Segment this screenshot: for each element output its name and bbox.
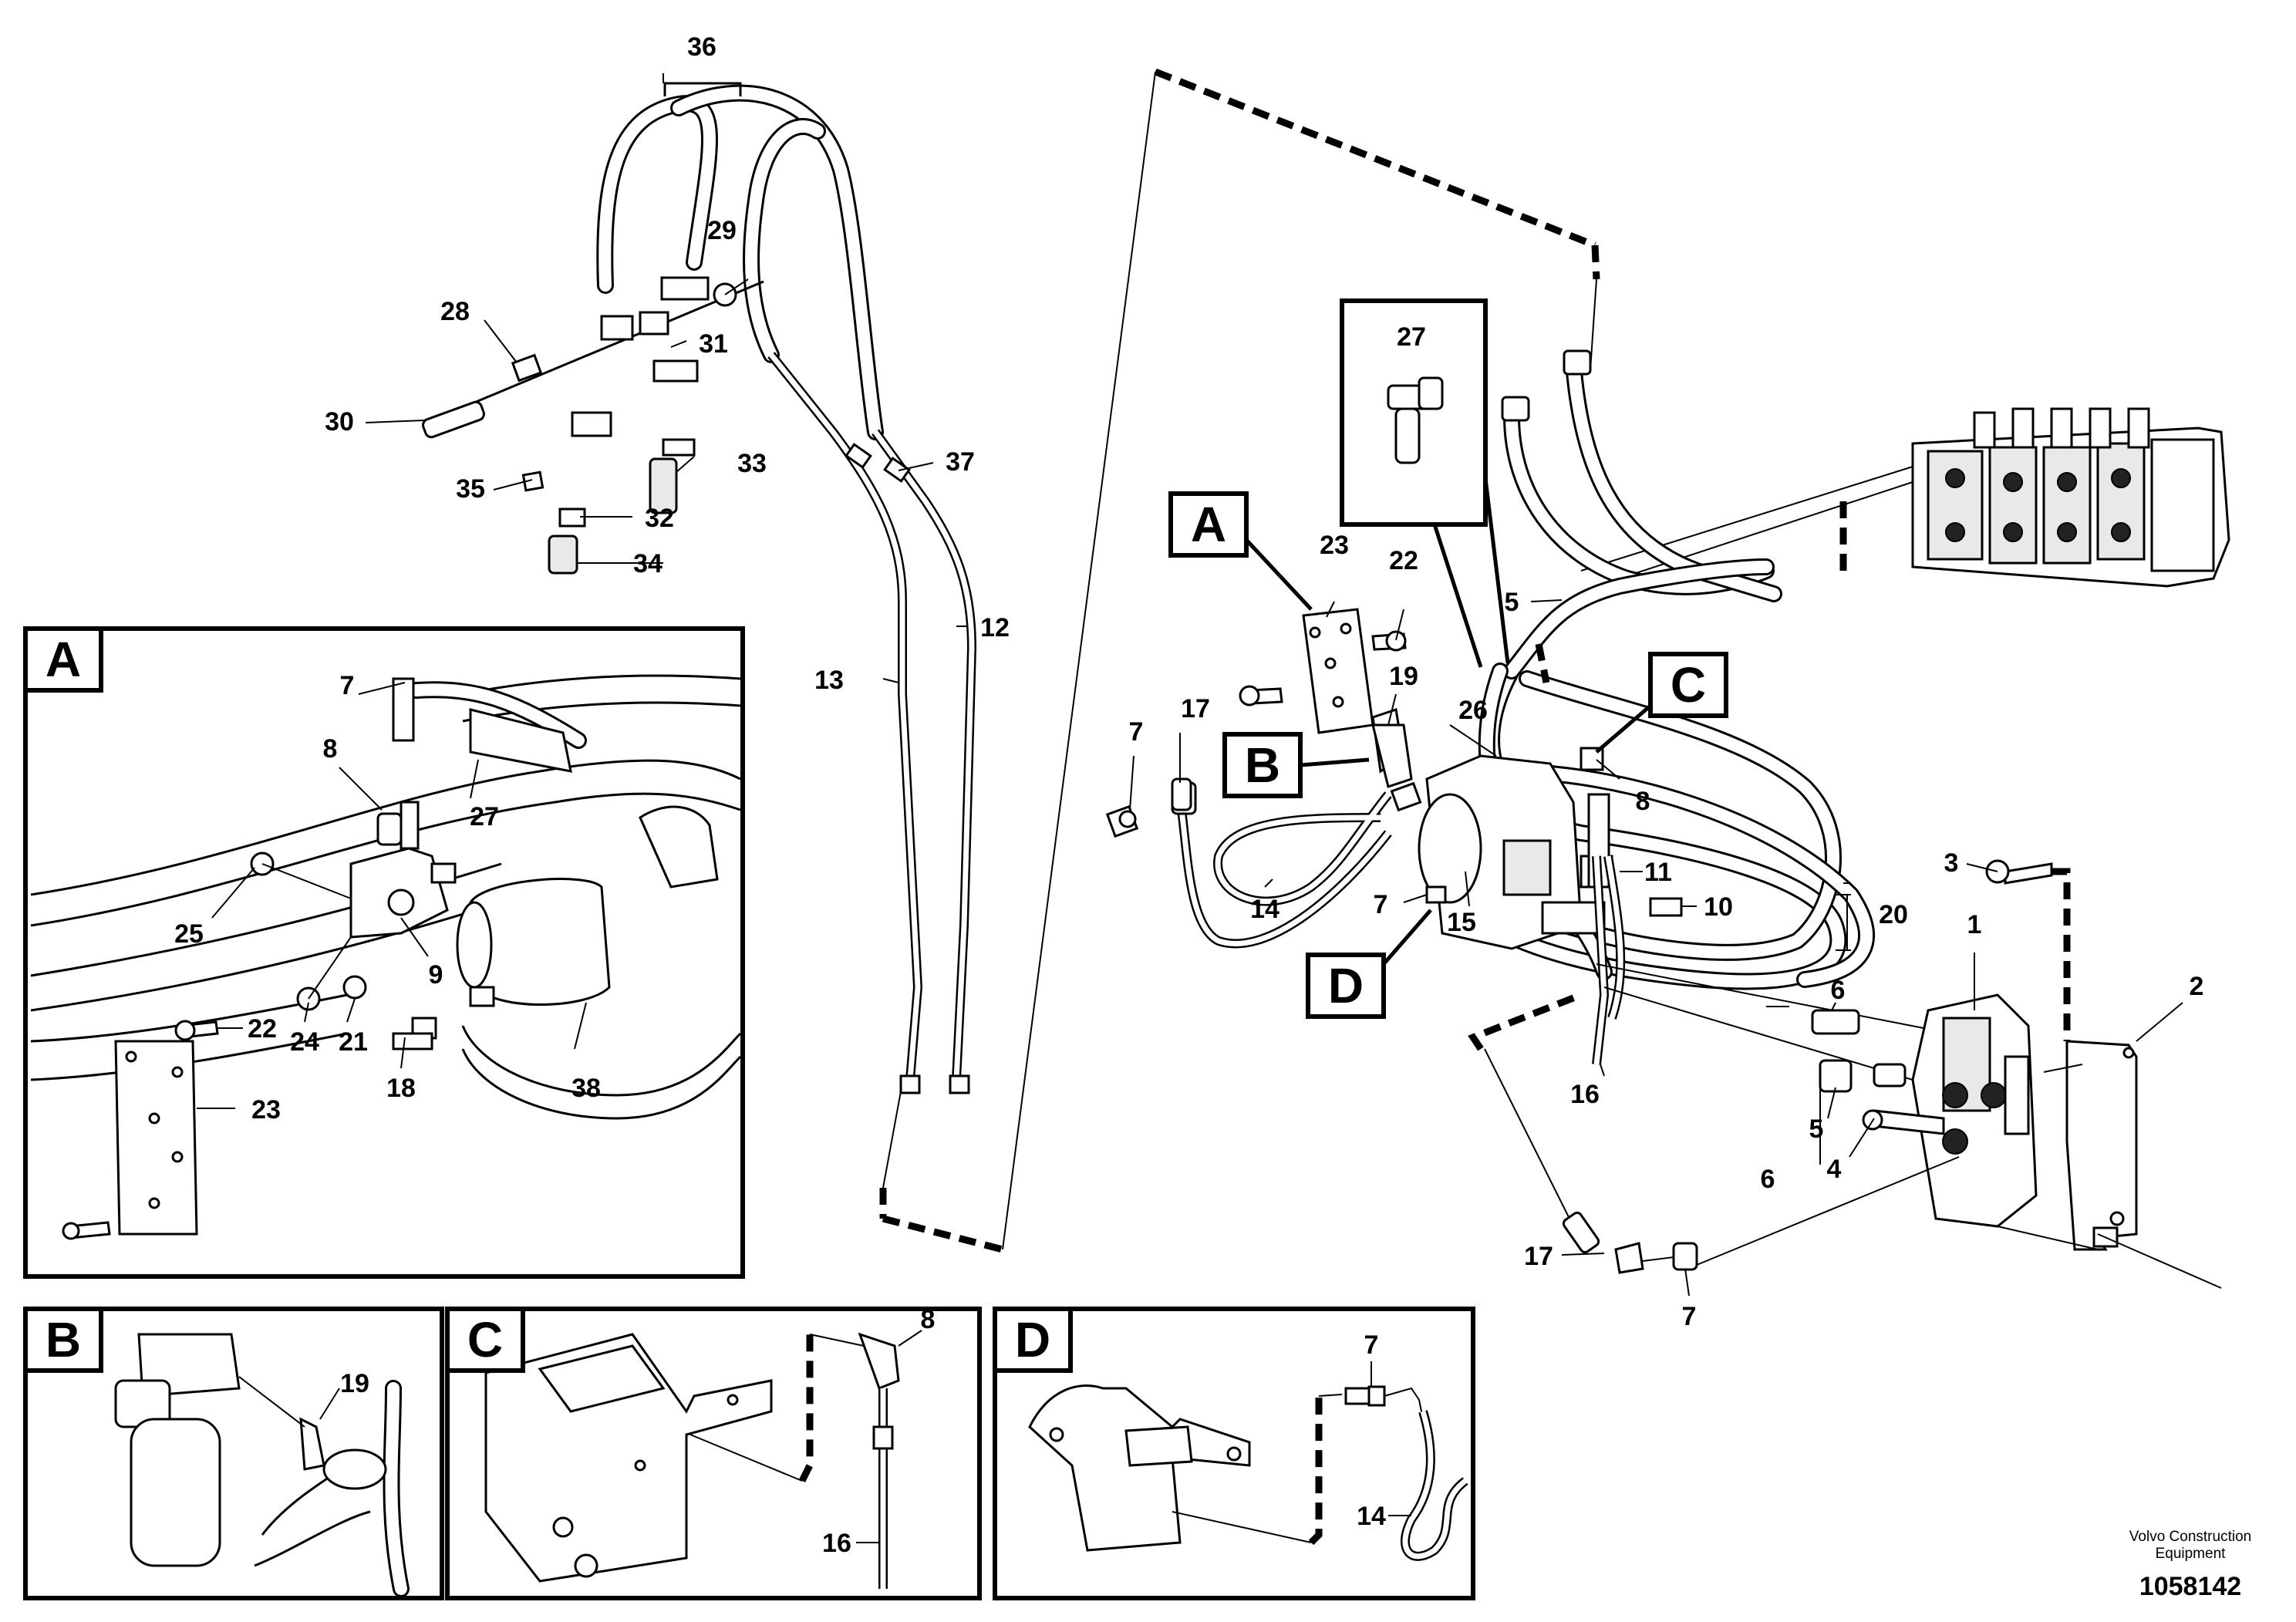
label-19-upper: 19 xyxy=(1389,662,1418,691)
brand-line-2: Equipment xyxy=(2156,1546,2227,1562)
fittings-left-of-block xyxy=(1105,723,1447,904)
inset-a-tag: A xyxy=(46,632,81,687)
inset-a xyxy=(23,626,745,1279)
label-12: 12 xyxy=(980,613,1010,642)
label-24: 24 xyxy=(290,1027,319,1057)
label-22-inset-a: 22 xyxy=(248,1014,277,1044)
label-29: 29 xyxy=(707,216,737,245)
label-6-upper: 6 xyxy=(1831,976,1846,1005)
label-16-main: 16 xyxy=(1570,1080,1600,1109)
label-7-lower: 7 xyxy=(1682,1302,1697,1331)
label-8-main: 8 xyxy=(1636,787,1650,816)
label-4: 4 xyxy=(1827,1155,1842,1184)
label-27-detail: 27 xyxy=(1397,322,1426,352)
footer: Volvo Construction Equipment 1058142 xyxy=(2129,1529,2251,1601)
label-5-upper: 5 xyxy=(1505,588,1519,617)
label-26: 26 xyxy=(1458,696,1488,725)
label-13: 13 xyxy=(814,666,844,695)
detail-box-27 xyxy=(1340,298,1510,668)
label-20: 20 xyxy=(1879,900,1908,929)
label-36: 36 xyxy=(687,32,716,62)
label-17-lower: 17 xyxy=(1524,1242,1553,1271)
callout-b: B xyxy=(1245,737,1280,793)
inset-c-tag: C xyxy=(467,1312,503,1367)
callout-d: D xyxy=(1328,958,1364,1013)
label-7-inset-d: 7 xyxy=(1364,1330,1379,1360)
valve-1-assembly xyxy=(1596,859,2222,1289)
label-27-inset-a: 27 xyxy=(470,802,499,831)
brand-line-1: Volvo Construction xyxy=(2129,1529,2251,1545)
label-9: 9 xyxy=(429,960,443,990)
callout-c: C xyxy=(1671,657,1706,713)
label-25: 25 xyxy=(174,919,204,949)
control-valve-main xyxy=(1580,407,2230,588)
label-14-main: 14 xyxy=(1250,895,1279,924)
label-23-upper: 23 xyxy=(1320,531,1349,560)
label-7-left: 7 xyxy=(1129,717,1144,747)
clamp-assembly xyxy=(422,276,764,575)
label-8-inset-a: 8 xyxy=(323,734,338,764)
label-35: 35 xyxy=(456,474,485,504)
label-22-upper: 22 xyxy=(1389,546,1418,575)
guide-lines xyxy=(879,68,1600,1253)
tube-12-13 xyxy=(767,352,976,1094)
label-7-inset-a: 7 xyxy=(340,671,355,700)
inset-b-tag: B xyxy=(46,1312,81,1367)
label-15: 15 xyxy=(1447,908,1476,937)
label-23-inset-a: 23 xyxy=(251,1095,281,1125)
label-30: 30 xyxy=(325,407,354,437)
label-28: 28 xyxy=(440,297,470,326)
label-16-inset-c: 16 xyxy=(822,1529,851,1558)
label-34: 34 xyxy=(633,549,663,578)
label-17-upper: 17 xyxy=(1181,694,1210,723)
label-6-lower: 6 xyxy=(1761,1165,1775,1194)
label-31: 31 xyxy=(699,329,728,359)
label-19-inset-b: 19 xyxy=(340,1369,369,1398)
inset-d xyxy=(993,1307,1475,1600)
label-10: 10 xyxy=(1704,892,1733,922)
hose-assembly-36 xyxy=(596,82,884,440)
drawing-number: 1058142 xyxy=(2139,1572,2241,1601)
leader-lines xyxy=(197,73,2183,1543)
hose-17-lower xyxy=(1468,991,1698,1274)
label-8-inset-c: 8 xyxy=(921,1305,936,1334)
label-38: 38 xyxy=(571,1074,601,1103)
label-32: 32 xyxy=(645,504,674,533)
part-number-labels: 36 29 28 31 30 33 37 35 32 34 12 13 27 2… xyxy=(174,32,2203,1558)
label-7-centre: 7 xyxy=(1374,890,1388,919)
label-14-inset-d: 14 xyxy=(1357,1502,1386,1531)
label-37: 37 xyxy=(946,447,975,477)
inset-d-tag: D xyxy=(1015,1312,1050,1367)
callout-a: A xyxy=(1191,497,1226,552)
label-5-lower: 5 xyxy=(1809,1114,1824,1144)
label-18: 18 xyxy=(386,1074,416,1103)
label-11: 11 xyxy=(1644,858,1672,887)
label-3: 3 xyxy=(1944,848,1959,878)
label-1: 1 xyxy=(1967,910,1982,939)
label-33: 33 xyxy=(737,449,767,478)
inset-c xyxy=(445,1307,982,1600)
label-21: 21 xyxy=(339,1027,368,1057)
callout-tags: A B C D A B C D xyxy=(23,491,1728,1373)
label-2: 2 xyxy=(2190,972,2204,1001)
